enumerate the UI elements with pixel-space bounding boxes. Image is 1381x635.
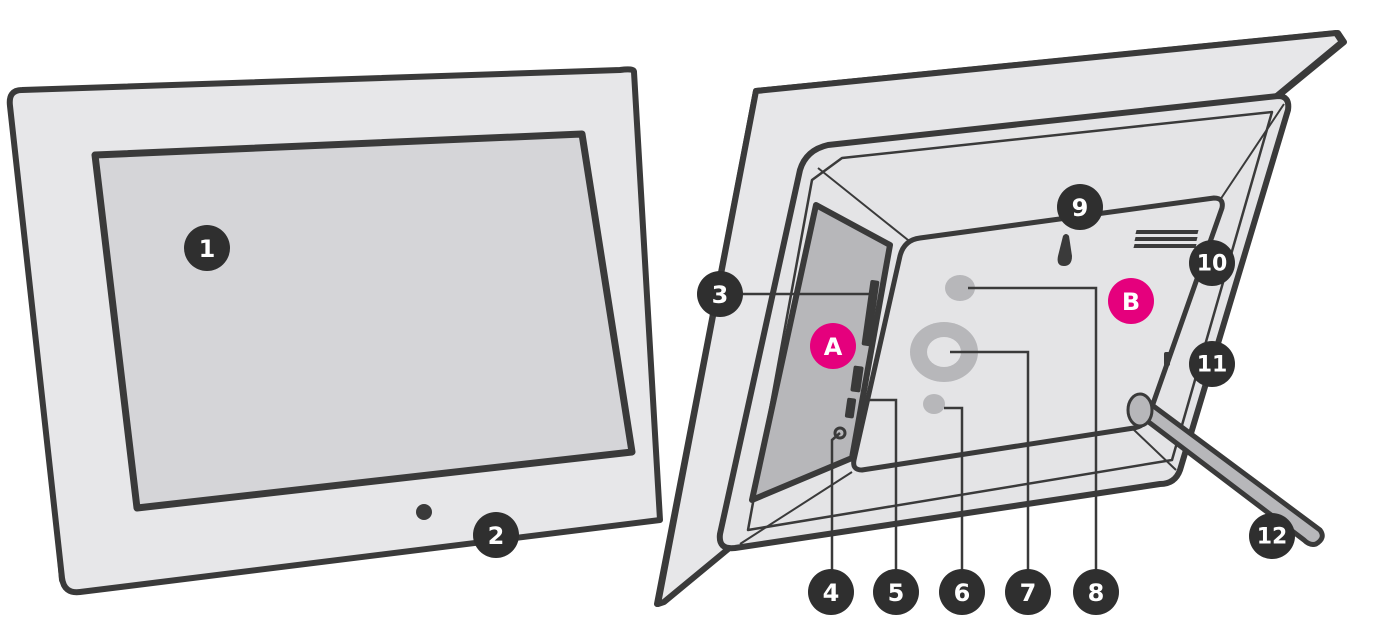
callout-1: 1 (184, 225, 230, 271)
bevel-line (1131, 427, 1177, 471)
callout-3: 3 (697, 271, 743, 317)
callout-12-label: 12 (1257, 525, 1288, 550)
memory-card-slot (861, 280, 880, 347)
zone-a: A (810, 323, 856, 369)
front-screen (91, 130, 636, 512)
callout-leaders (742, 286, 1098, 580)
control-ring-center (927, 337, 961, 367)
callout-11: 11 (1189, 341, 1235, 387)
callout-1-label: 1 (199, 235, 216, 263)
callout-4: 4 (808, 569, 854, 615)
top-button (945, 275, 975, 301)
callout-7: 7 (1005, 569, 1051, 615)
callout-8: 8 (1073, 569, 1119, 615)
callout-6: 6 (939, 569, 985, 615)
callout-5-label: 5 (888, 579, 905, 607)
zone-b-label: B (1122, 288, 1140, 316)
stand-leg (1135, 399, 1325, 547)
leader-4 (830, 432, 841, 580)
callout-4-label: 4 (823, 579, 840, 607)
callout-9-label: 9 (1072, 194, 1089, 222)
callout-10: 10 (1189, 240, 1235, 286)
callout-12: 12 (1249, 513, 1295, 559)
bottom-button (923, 394, 945, 414)
bevel-line (739, 471, 853, 545)
callout-11-label: 11 (1197, 353, 1228, 378)
stand-hinge (1126, 392, 1154, 428)
leader-8 (968, 286, 1098, 580)
back-view (654, 30, 1347, 607)
leader-5 (860, 398, 898, 580)
callout-5: 5 (873, 569, 919, 615)
usb-port (844, 397, 857, 419)
leader-6 (944, 406, 964, 580)
side-switch (1164, 352, 1170, 366)
leader-7 (950, 350, 1030, 580)
callout-6-label: 6 (954, 579, 971, 607)
zone-a-label: A (824, 333, 843, 361)
rear-recess-line (746, 110, 1274, 532)
wall-mount-keyhole (1057, 234, 1072, 266)
callout-badges: 1 2 3 4 5 6 7 8 (184, 184, 1295, 615)
callout-2: 2 (473, 512, 519, 558)
callout-3-label: 3 (712, 281, 729, 309)
callout-8-label: 8 (1088, 579, 1105, 607)
callout-10-label: 10 (1197, 252, 1228, 277)
front-view (6, 66, 663, 596)
callout-2-label: 2 (488, 522, 505, 550)
speaker-grille (1133, 230, 1199, 248)
zone-b: B (1108, 278, 1154, 324)
callout-7-label: 7 (1020, 579, 1037, 607)
bevel-line (1219, 103, 1285, 201)
ambient-light-sensor (416, 504, 432, 520)
bevel-line (817, 167, 909, 241)
callout-9: 9 (1057, 184, 1103, 230)
usb-port (850, 365, 864, 393)
